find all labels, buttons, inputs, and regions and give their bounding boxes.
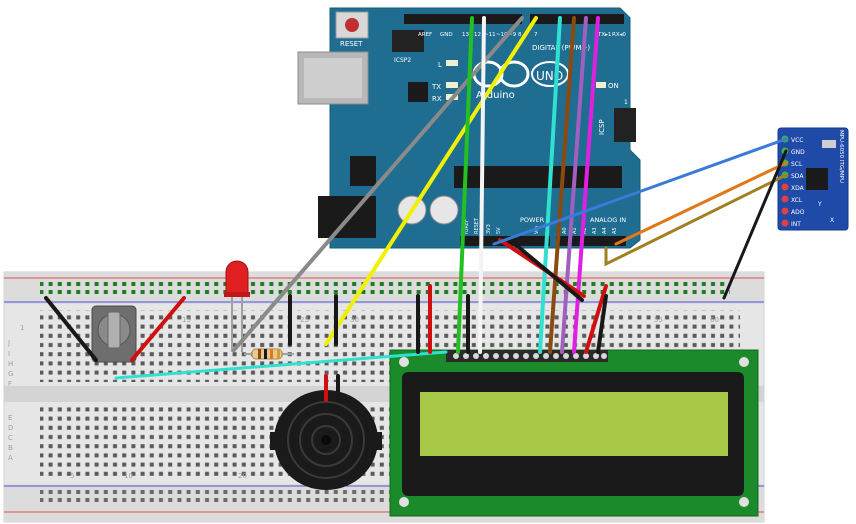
uno-label: UNO xyxy=(536,69,563,83)
pin10-label: ~10 xyxy=(496,32,508,38)
wire-black-gnd xyxy=(508,238,584,302)
pin7-label: 7 xyxy=(534,32,538,38)
pin8-label: 8 xyxy=(518,32,522,38)
icsp2-header xyxy=(392,30,424,52)
wire-mpu-black xyxy=(722,149,788,300)
wire-gray xyxy=(232,16,524,352)
wire-mpu-blue xyxy=(492,137,788,246)
lcd-pin-header xyxy=(446,350,608,362)
v33-label: 3V3 xyxy=(486,224,492,234)
mpu-xda-label: XDA xyxy=(791,185,805,192)
power-label: POWER xyxy=(520,216,545,224)
pin9-label: ~9 xyxy=(508,32,517,38)
mpu-axis-x-label: X xyxy=(830,217,834,224)
row-label-d: D xyxy=(8,424,13,432)
digital-label: DIGITAL (PWM~) xyxy=(532,44,590,52)
col-label-10: 10 xyxy=(124,472,133,480)
col-label-5: 5 xyxy=(70,472,74,480)
reset-label: RESET xyxy=(340,40,363,48)
row-label-c: C xyxy=(8,434,13,442)
row-label-f: F xyxy=(8,380,12,388)
wire-pot-red xyxy=(130,296,186,362)
rx-led-label: RX xyxy=(432,95,442,103)
a4-label: A4 xyxy=(602,227,608,234)
icsp-pin1-label: 1 xyxy=(624,99,628,106)
a1-label: A1 xyxy=(572,227,578,234)
reset2-label: RESET xyxy=(474,217,480,234)
analog-header xyxy=(556,236,626,246)
col-label-55: 55 xyxy=(654,316,663,324)
col-label-15: 15 xyxy=(182,316,191,324)
v5-label: 5V xyxy=(496,227,502,234)
resistor xyxy=(244,348,294,360)
mpu-scl-label: SCL xyxy=(791,161,803,168)
icsp-header xyxy=(614,108,636,142)
red-led xyxy=(224,260,250,352)
wire-yellow xyxy=(324,16,538,346)
col-label-20: 20 xyxy=(238,472,247,480)
wire-pot-cyan xyxy=(114,350,448,380)
digital-header-left xyxy=(404,14,522,24)
arduino-brand-label: Arduino xyxy=(476,90,515,101)
col-label-25: 25 xyxy=(300,316,309,324)
potentiometer[interactable] xyxy=(91,305,137,363)
mpu-chip-label: MPU-6050 ITG/MPU xyxy=(838,130,844,183)
wire-black-rail-5 xyxy=(596,294,608,354)
ioref-label: IOREF xyxy=(464,219,470,234)
wire-pot-black xyxy=(44,296,98,362)
wire-mpu-orange xyxy=(614,161,788,246)
wire-white xyxy=(478,16,486,354)
col-label-60: 60 xyxy=(710,316,719,324)
lcd-screen xyxy=(420,392,728,456)
atmega-chip xyxy=(454,166,622,188)
row-label-j: J xyxy=(7,339,10,347)
gnd-label: GND xyxy=(440,32,453,38)
wire-red-rail-2 xyxy=(584,284,608,354)
col-label-1: 1 xyxy=(20,324,24,332)
pin12-label: 12 xyxy=(474,32,481,38)
aref-label: AREF xyxy=(418,32,432,38)
rx0-label: RX◂0 xyxy=(612,32,626,38)
row-label-b: B xyxy=(8,444,13,452)
row-label-h: H xyxy=(8,360,13,368)
wire-mpu-olive xyxy=(604,173,788,267)
mpu-xcl-label: XCL xyxy=(791,197,803,204)
mpu-sda-label: SDA xyxy=(791,173,804,180)
mpu-int-label: INT xyxy=(791,221,801,228)
row-label-g: G xyxy=(8,370,13,378)
wire-cyan xyxy=(538,16,562,354)
l-led-label: L xyxy=(438,61,442,69)
piezo-buzzer xyxy=(270,390,382,490)
mpu-axis-y-label: Y xyxy=(817,201,822,208)
col-label-30: 30 xyxy=(350,316,359,324)
mpu-vcc-label: VCC xyxy=(791,137,803,144)
pin13-label: 13 xyxy=(462,32,469,38)
mpu-gnd-label: GND xyxy=(791,149,805,156)
icsp-label: ICSP xyxy=(598,119,606,135)
a5-label: A5 xyxy=(612,227,618,234)
pin11-label: ~11 xyxy=(484,32,496,38)
tx1-label: TX▸1 xyxy=(597,32,611,38)
a2-label: A2 xyxy=(582,227,588,234)
lcd-16x2-module xyxy=(389,349,759,517)
a3-label: A3 xyxy=(592,227,598,234)
mpu-ado-label: ADO xyxy=(791,209,805,216)
wire-brown xyxy=(548,16,576,354)
mpu6050-module: VCC GND SCL SDA XDA XCL ADO INT MPU-6050… xyxy=(777,127,849,231)
icsp2-label: ICSP2 xyxy=(394,57,411,64)
row-label-i: I xyxy=(8,350,10,358)
tx-led-label: TX xyxy=(431,83,441,91)
on-led-label: ON xyxy=(608,82,619,90)
row-label-e: E xyxy=(8,414,12,422)
wires xyxy=(44,16,788,402)
analog-in-label: ANALOG IN xyxy=(590,216,626,224)
row-label-a: A xyxy=(8,454,13,462)
wire-green xyxy=(456,16,474,354)
wire-purple xyxy=(560,16,588,354)
a0-label: A0 xyxy=(562,227,568,234)
digital-header-right xyxy=(530,14,624,24)
